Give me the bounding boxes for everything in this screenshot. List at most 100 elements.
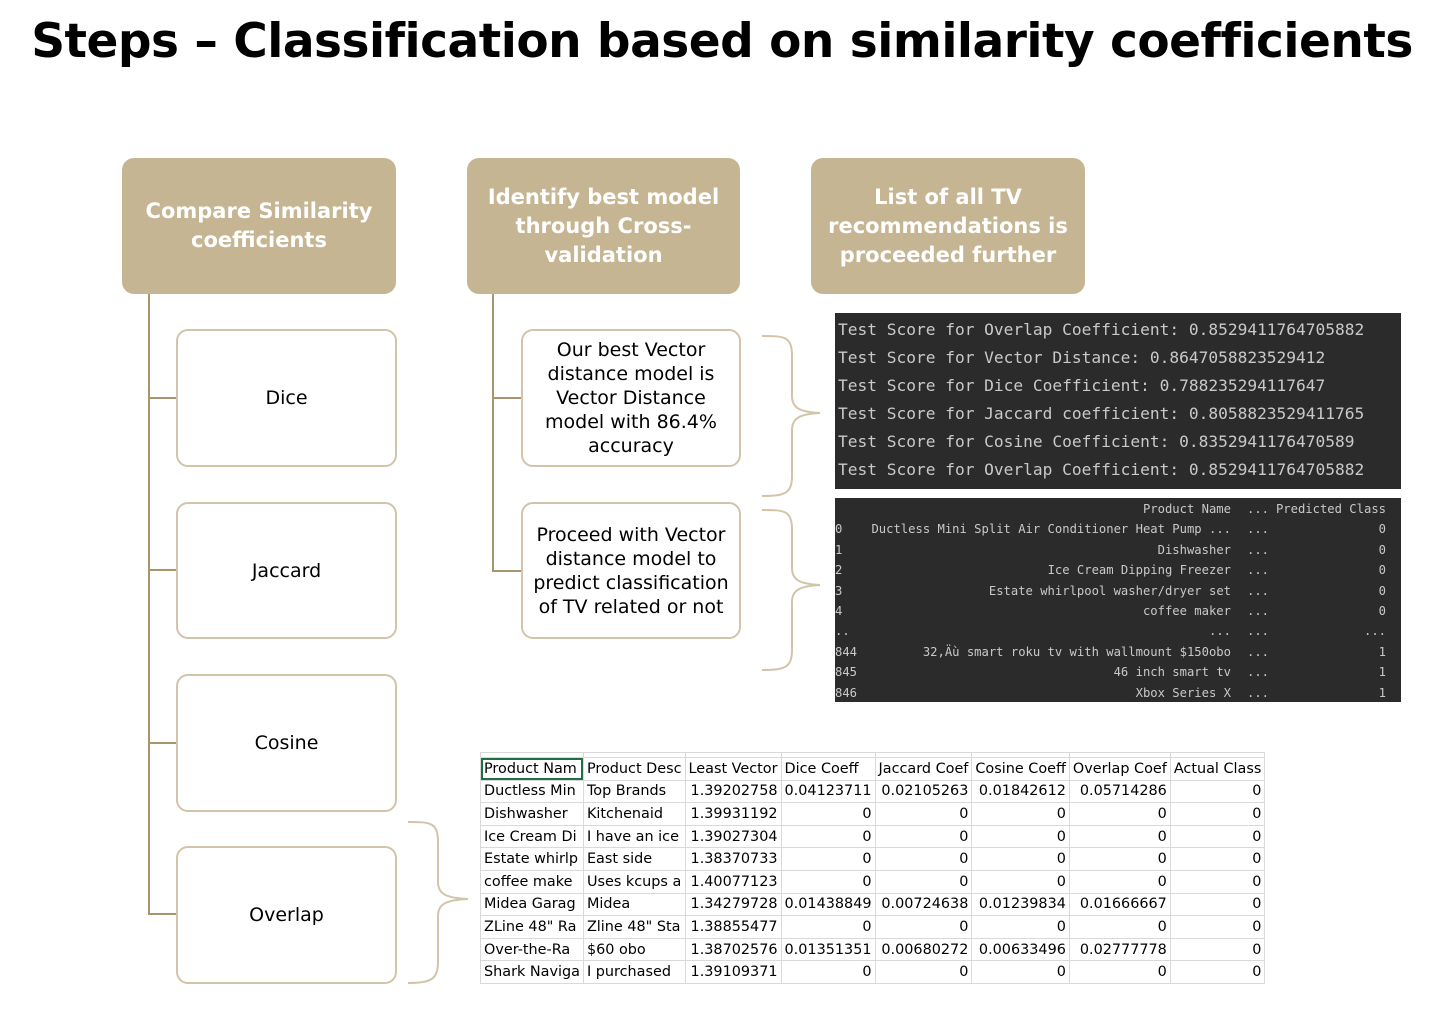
cell[interactable]: Top Brands: [582, 779, 686, 804]
cell[interactable]: 0: [780, 847, 876, 871]
cell[interactable]: 0.02105263: [874, 779, 973, 804]
cell[interactable]: 0: [1068, 869, 1171, 894]
score-line: Test Score for Vector Distance: 0.864705…: [838, 348, 1326, 367]
cell[interactable]: 0.00680272: [874, 937, 973, 962]
cell[interactable]: 1.39109371: [684, 960, 782, 984]
cell[interactable]: Kitchenaid: [582, 802, 686, 826]
cell[interactable]: 0: [874, 802, 973, 826]
cell[interactable]: 0: [874, 847, 973, 871]
header-cell[interactable]: Least Vector: [684, 757, 782, 781]
header-cell[interactable]: Overlap Coef: [1068, 757, 1171, 781]
cell[interactable]: Ductless Min: [480, 779, 584, 804]
cell[interactable]: ZLine 48" Ra: [480, 915, 584, 939]
product-name: Dishwasher: [1157, 542, 1231, 557]
cell[interactable]: 0: [1169, 824, 1266, 849]
cell[interactable]: 0: [1068, 824, 1171, 849]
cell[interactable]: 0: [971, 847, 1070, 871]
cell[interactable]: 1.39931192: [684, 802, 782, 826]
cell[interactable]: 0.00724638: [874, 892, 973, 917]
ellipsis: ...: [1247, 542, 1270, 557]
cell[interactable]: 0: [1068, 802, 1171, 826]
cell[interactable]: Uses kcups a: [582, 869, 686, 894]
cell[interactable]: 0.01666667: [1068, 892, 1171, 917]
cell[interactable]: Zline 48" Sta: [582, 915, 686, 939]
cell[interactable]: 0.01239834: [971, 892, 1070, 917]
cell[interactable]: 0: [874, 824, 973, 849]
cell[interactable]: 0: [971, 960, 1070, 984]
cell[interactable]: 0: [1169, 779, 1266, 804]
cell[interactable]: 0.02777778: [1068, 937, 1171, 962]
cell[interactable]: 0: [971, 824, 1070, 849]
cell[interactable]: 0.01351351: [780, 937, 876, 962]
header-cell[interactable]: Product Desc: [582, 757, 686, 781]
cell[interactable]: 0: [780, 869, 876, 894]
cell[interactable]: 0: [1169, 937, 1266, 962]
cell[interactable]: Estate whirlp: [480, 847, 584, 871]
similarity-spreadsheet: Product Nam Product Desc Least Vector Di…: [480, 752, 1266, 984]
test-scores-output: Test Score for Overlap Coefficient: 0.85…: [835, 313, 1401, 489]
cell[interactable]: 0: [1068, 847, 1171, 871]
cell[interactable]: 0: [780, 802, 876, 826]
cell[interactable]: 0.00633496: [971, 937, 1070, 962]
cell[interactable]: 1.39027304: [684, 824, 782, 849]
cell[interactable]: 1.34279728: [684, 892, 782, 917]
header-cell[interactable]: Actual Class: [1169, 757, 1266, 781]
cell[interactable]: 0.05714286: [1068, 779, 1171, 804]
cell[interactable]: 0: [1169, 960, 1266, 984]
spreadsheet-row: Shark Naviga I purchased 1.39109371 0 0 …: [480, 960, 1266, 984]
score-line: Test Score for Jaccard coefficient: 0.80…: [838, 404, 1365, 423]
header-cell[interactable]: Product Nam: [480, 757, 584, 781]
cell[interactable]: coffee make: [480, 869, 584, 894]
cell[interactable]: East side: [582, 847, 686, 871]
cell[interactable]: $60 obo: [582, 937, 686, 962]
prediction-row: .. ... ... ...: [835, 621, 1401, 641]
cell[interactable]: Midea: [582, 892, 686, 917]
cell[interactable]: 1.38702576: [684, 937, 782, 962]
cell[interactable]: 0: [780, 915, 876, 939]
cell[interactable]: 1.38370733: [684, 847, 782, 871]
finding-box-best-model: Our best Vector distance model is Vector…: [521, 329, 741, 467]
header-cell[interactable]: Cosine Coeff: [971, 757, 1070, 781]
cell[interactable]: 0: [971, 869, 1070, 894]
cell[interactable]: 0: [874, 915, 973, 939]
cell[interactable]: 0: [1169, 847, 1266, 871]
prediction-row: 4 coffee maker ... 0: [835, 601, 1401, 621]
cell[interactable]: 0: [780, 824, 876, 849]
cell[interactable]: 0: [1169, 915, 1266, 939]
cell[interactable]: 0: [1068, 960, 1171, 984]
cell[interactable]: 0.01842612: [971, 779, 1070, 804]
prediction-row: 844 32,Äù smart roku tv with wallmount $…: [835, 642, 1401, 662]
row-index: 845: [835, 665, 858, 680]
connector-line: [148, 397, 176, 399]
cell[interactable]: Midea Garag: [480, 892, 584, 917]
spreadsheet-row: Estate whirlp East side 1.38370733 0 0 0…: [480, 847, 1266, 871]
cell[interactable]: 0: [1169, 869, 1266, 894]
cell[interactable]: I purchased: [582, 960, 686, 984]
cell[interactable]: Shark Naviga: [480, 960, 584, 984]
cell[interactable]: 0: [971, 802, 1070, 826]
cell[interactable]: 0: [1169, 802, 1266, 826]
cell[interactable]: Dishwasher: [480, 802, 584, 826]
cell[interactable]: Ice Cream Di: [480, 824, 584, 849]
cell[interactable]: 0: [971, 915, 1070, 939]
cell[interactable]: 0.04123711: [780, 779, 876, 804]
header-cell[interactable]: Dice Coeff: [780, 757, 876, 781]
cell[interactable]: 0: [874, 869, 973, 894]
cell[interactable]: 1.40077123: [684, 869, 782, 894]
cell[interactable]: 0: [780, 960, 876, 984]
cell[interactable]: 0: [1068, 915, 1171, 939]
spreadsheet-row: coffee make Uses kcups a 1.40077123 0 0 …: [480, 869, 1266, 894]
cell[interactable]: I have an ice: [582, 824, 686, 849]
predicted-class: 0: [1378, 522, 1386, 537]
finding-text: Our best Vector distance model is Vector…: [545, 339, 717, 457]
header-cell[interactable]: Jaccard Coef: [874, 757, 973, 781]
cell[interactable]: 0.01438849: [780, 892, 876, 917]
cell[interactable]: Over-the-Ra: [480, 937, 584, 962]
cell[interactable]: 1.39202758: [684, 779, 782, 804]
coefficient-box-cosine: Cosine: [176, 674, 397, 812]
cell[interactable]: 1.38855477: [684, 915, 782, 939]
row-index: 3: [835, 583, 843, 598]
cell[interactable]: 0: [874, 960, 973, 984]
cell[interactable]: 0: [1169, 892, 1266, 917]
predicted-class: 1: [1378, 685, 1386, 700]
